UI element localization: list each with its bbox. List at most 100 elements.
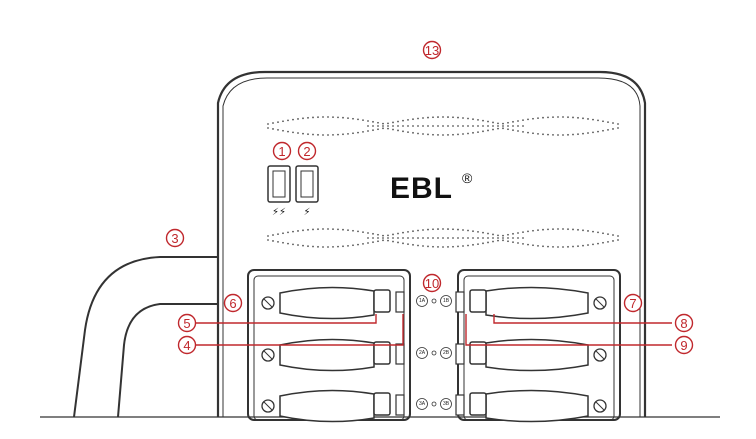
callout-5: 5 — [177, 313, 197, 333]
battery-slot — [455, 338, 607, 372]
vent-dot — [432, 245, 434, 248]
vent-dot — [332, 245, 334, 248]
vent-dot — [332, 228, 334, 231]
power-cable — [73, 256, 218, 418]
vent-dot — [312, 116, 314, 119]
vent-dot — [612, 128, 614, 130]
callout-6: 6 — [223, 293, 243, 313]
vent-dot — [282, 129, 284, 132]
screw-slot-mark — [263, 401, 273, 411]
vent-dot — [472, 118, 474, 121]
callout-circle — [674, 335, 694, 355]
vent-dot — [402, 242, 404, 245]
vent-dot — [532, 229, 534, 232]
vent-dot — [442, 134, 444, 136]
battery-slot — [455, 286, 607, 320]
vent-dot — [577, 133, 579, 136]
vent-dot — [322, 134, 324, 136]
vent-dot — [272, 128, 274, 130]
usb-port-1-symbol: ⚡⚡ — [272, 207, 286, 218]
vent-dot — [527, 131, 529, 134]
vent-dot — [542, 245, 544, 248]
vent-dot — [567, 133, 569, 136]
vent-dot — [347, 229, 349, 232]
vent-dot — [507, 240, 509, 243]
vent-dot — [472, 230, 474, 233]
vent-dot — [302, 117, 304, 120]
vent-dot — [552, 245, 554, 248]
vent-dot — [412, 118, 414, 121]
vent-dot — [337, 133, 339, 136]
vent-dot — [612, 122, 614, 124]
vent-dot — [442, 246, 444, 248]
vent-dot — [592, 230, 594, 233]
vent-dot — [302, 229, 304, 232]
vent-dot — [397, 125, 399, 127]
vent-dot — [562, 228, 564, 230]
vent-dot — [282, 120, 284, 123]
vent-dot — [477, 230, 479, 233]
vent-dot — [477, 243, 479, 246]
vent-dot — [392, 233, 394, 236]
vent-dot — [337, 245, 339, 248]
vent-dot — [587, 132, 589, 134]
vent-dot — [467, 229, 469, 232]
vent-dot — [377, 237, 379, 239]
vent-dot — [277, 121, 279, 124]
vent-dot — [547, 133, 549, 136]
vent-dot — [312, 245, 314, 248]
vent-dot — [402, 125, 404, 127]
vent-dot — [617, 123, 619, 125]
vent-dot — [337, 116, 339, 119]
vent-dot — [472, 125, 474, 127]
vent-dot — [367, 237, 369, 239]
vent-dot — [367, 120, 369, 122]
vent-dot — [417, 237, 419, 239]
vent-dot — [547, 245, 549, 248]
vent-dot — [462, 245, 464, 247]
vent-dot — [482, 242, 484, 245]
vent-dot — [617, 239, 619, 241]
vent-dot — [607, 121, 609, 124]
vent-dot — [527, 243, 529, 246]
vent-dot — [367, 130, 369, 132]
vent-dot — [377, 240, 379, 243]
vent-dot — [387, 237, 389, 239]
charger-body — [216, 70, 647, 417]
usb-port-1: ⚡⚡ — [267, 165, 291, 218]
vent-dot — [437, 116, 439, 118]
vent-dot — [562, 246, 564, 248]
vent-dot — [602, 232, 604, 235]
led-label: 2A — [419, 350, 426, 356]
vent-dot — [582, 244, 584, 247]
vent-dot — [517, 125, 519, 127]
vent-dot — [452, 245, 454, 248]
usb-port-2-symbol: ⚡ — [303, 207, 310, 218]
vent-dot — [517, 242, 519, 244]
callout-circle — [623, 293, 643, 313]
vent-dot — [357, 230, 359, 233]
vent-dot — [377, 121, 379, 124]
vent-dot — [602, 129, 604, 132]
callout-10: 10 — [422, 273, 442, 293]
vent-dot — [597, 242, 599, 245]
vent-dot — [397, 120, 399, 123]
vent-dot — [507, 233, 509, 236]
vent-dot — [552, 116, 554, 119]
vent-dot — [507, 237, 509, 239]
vent-dot — [492, 128, 494, 131]
vent-dot — [292, 230, 294, 233]
vent-dot — [477, 131, 479, 134]
led-label: 3A — [419, 401, 426, 407]
led-label: 1A — [419, 298, 426, 304]
vent-dot — [617, 127, 619, 129]
callout-8: 8 — [674, 313, 694, 333]
vent-dot — [457, 125, 459, 127]
vent-dot — [477, 125, 479, 127]
callout-circle — [422, 40, 442, 60]
vent-dot — [522, 237, 524, 239]
vent-dot — [527, 230, 529, 233]
vent-dot — [412, 131, 414, 134]
terminal-plate — [395, 343, 405, 365]
vent-dot — [272, 122, 274, 124]
